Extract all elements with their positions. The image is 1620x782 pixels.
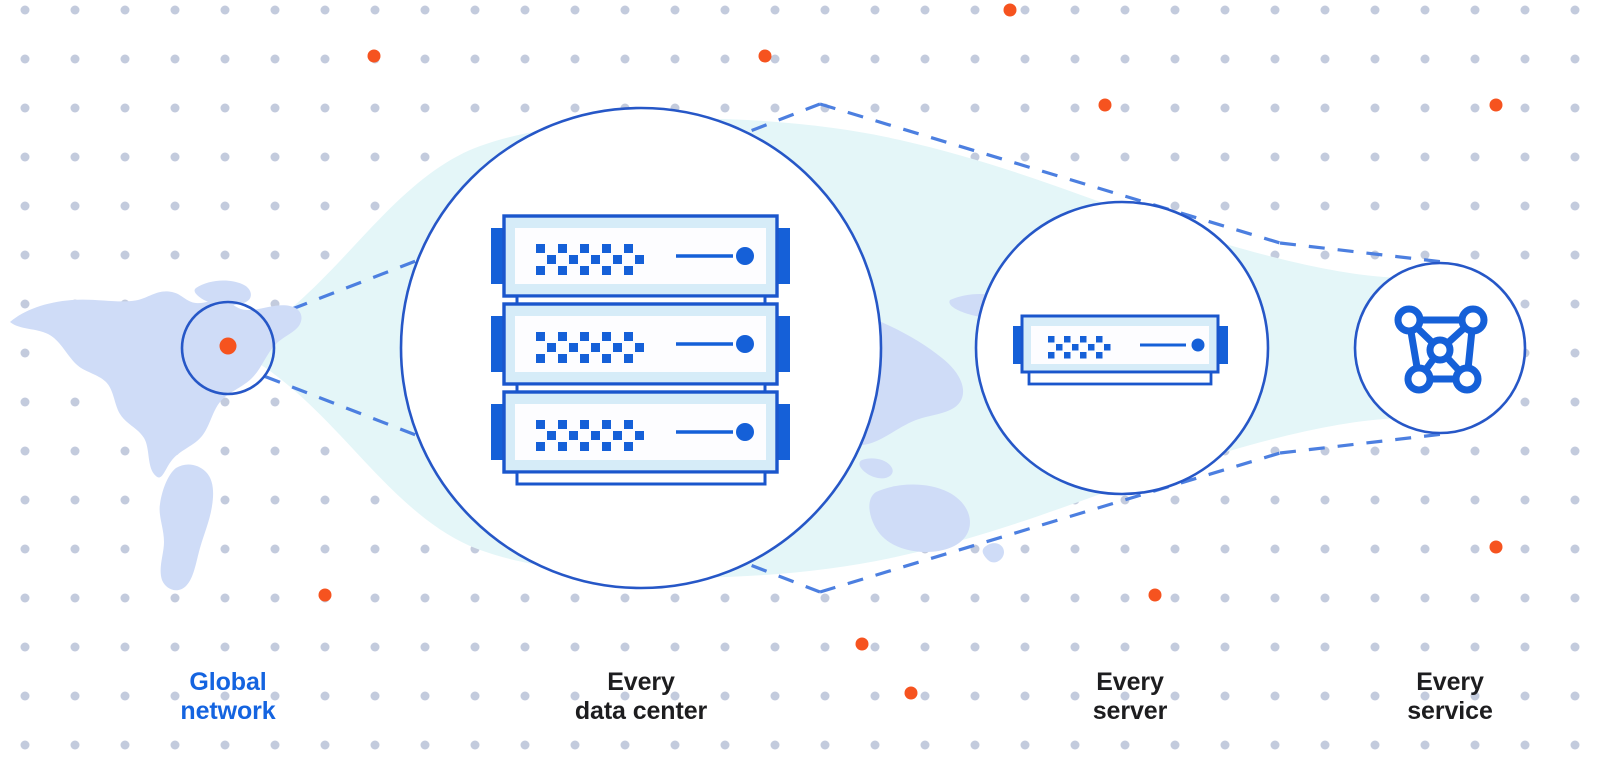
highlight-dot	[318, 588, 332, 602]
highlight-dot	[1148, 588, 1162, 602]
rack-unit-1	[491, 214, 790, 310]
highlight-dot	[904, 686, 918, 700]
rack-unit-2	[491, 302, 790, 398]
highlight-dot	[367, 49, 381, 63]
highlight-dot	[758, 49, 772, 63]
server-rack-icon	[491, 214, 790, 486]
stage-server	[974, 200, 1270, 496]
highlight-dot-layer	[318, 3, 1503, 700]
highlight-dot	[1003, 3, 1017, 17]
highlight-dot	[1489, 540, 1503, 554]
highlight-dot	[1098, 98, 1112, 112]
stage-data-center	[399, 106, 883, 590]
highlight-dot	[1489, 98, 1503, 112]
rack-unit-3	[491, 390, 790, 486]
network-graph-nodes	[1394, 305, 1488, 394]
single-server-icon	[1013, 314, 1228, 386]
funnel-dashed-guides	[237, 102, 1453, 594]
map-highlight-region	[180, 300, 276, 396]
highlight-dot	[855, 637, 869, 651]
network-marker-dot	[219, 337, 237, 355]
stage-service	[1353, 261, 1527, 435]
